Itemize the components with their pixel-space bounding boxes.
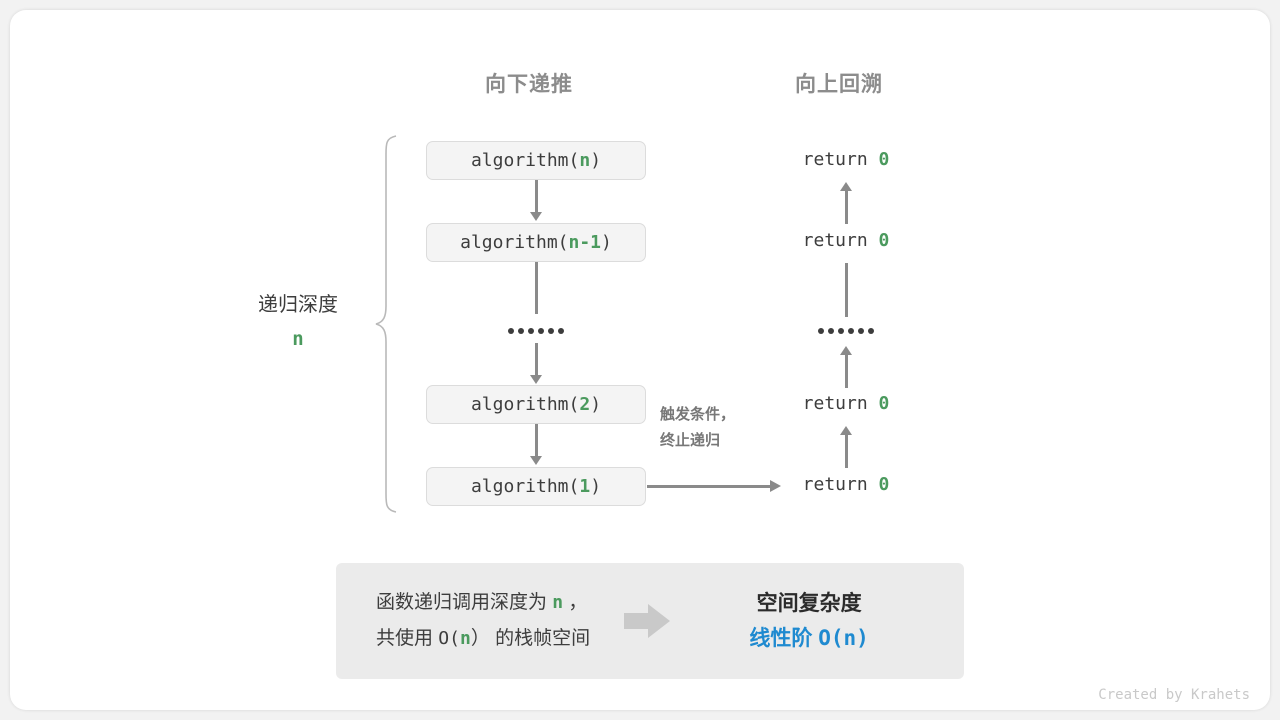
- summary-line2-close: ）: [470, 628, 490, 649]
- down-arrow-1: [523, 180, 549, 223]
- return-label-1: return 0: [803, 149, 890, 170]
- summary-description: 函数递归调用深度为 n ， 共使用 O(n） 的栈帧空间: [376, 585, 590, 657]
- left-ellipsis-dots: [508, 328, 564, 334]
- call-box-fn: algorithm(: [460, 232, 569, 253]
- up-arrow-2: [833, 263, 859, 321]
- down-arrow-2: [523, 262, 549, 320]
- terminate-note-line1: 触发条件，: [660, 406, 736, 423]
- call-box-n[interactable]: algorithm(n): [426, 141, 646, 180]
- summary-line1-variable: n: [552, 592, 564, 613]
- summary-line2-bigo: O(: [438, 628, 460, 649]
- call-box-arg: 1: [579, 476, 591, 497]
- summary-conclusion: 空间复杂度 线性阶 O(n): [714, 587, 904, 656]
- call-box-close: ): [590, 150, 602, 171]
- column-header-upward: 向上回溯: [795, 73, 883, 96]
- summary-line-1: 函数递归调用深度为 n ，: [376, 585, 590, 621]
- summary-line1-prefix: 函数递归调用深度为: [376, 592, 553, 613]
- call-box-n-minus-1[interactable]: algorithm(n-1): [426, 223, 646, 262]
- summary-panel: 函数递归调用深度为 n ， 共使用 O(n） 的栈帧空间 空间复杂度 线性阶 O…: [336, 563, 964, 679]
- recursion-depth-variable: n: [292, 328, 304, 350]
- call-box-fn: algorithm(: [470, 476, 580, 497]
- down-arrow-3: [523, 343, 549, 386]
- return-keyword: return: [802, 230, 879, 251]
- recursion-depth-label: 递归深度 n: [258, 290, 338, 354]
- summary-line2-suffix: 的栈帧空间: [489, 628, 591, 649]
- return-keyword: return: [802, 393, 879, 414]
- up-arrow-3: [833, 346, 859, 389]
- diagram-card: 向下递推 向上回溯 递归深度 n algorithm(n) algorithm(…: [10, 10, 1270, 710]
- credit-text: Created by Krahets: [1098, 687, 1250, 703]
- return-value: 0: [878, 230, 890, 251]
- return-keyword: return: [802, 149, 879, 170]
- down-arrow-4: [523, 424, 549, 467]
- base-case-arrow: [647, 474, 781, 498]
- recursion-depth-title: 递归深度: [258, 294, 338, 316]
- call-box-arg: n-1: [568, 232, 602, 253]
- recursion-depth-brace: [375, 135, 397, 513]
- summary-line1-suffix: ，: [563, 592, 588, 613]
- call-box-2[interactable]: algorithm(2): [426, 385, 646, 424]
- complexity-class-label: 线性阶: [749, 626, 819, 650]
- return-value: 0: [878, 474, 890, 495]
- complexity-notation: O(n): [818, 625, 869, 650]
- space-complexity-value: 线性阶 O(n): [714, 621, 904, 656]
- return-label-4: return 0: [803, 474, 890, 495]
- call-box-close: ): [590, 394, 602, 415]
- right-ellipsis-dots: [818, 328, 874, 334]
- call-box-arg: 2: [579, 394, 591, 415]
- return-keyword: return: [802, 474, 879, 495]
- up-arrow-4: [833, 426, 859, 469]
- summary-line-2: 共使用 O(n） 的栈帧空间: [376, 621, 590, 657]
- return-value: 0: [878, 393, 890, 414]
- terminate-condition-note: 触发条件， 终止递归: [660, 402, 735, 454]
- call-box-arg: n: [579, 150, 591, 171]
- return-label-3: return 0: [803, 393, 890, 414]
- call-box-close: ): [590, 476, 602, 497]
- space-complexity-title: 空间复杂度: [756, 591, 862, 615]
- return-label-2: return 0: [803, 230, 890, 251]
- return-value: 0: [878, 149, 890, 170]
- call-box-close: ): [601, 232, 612, 253]
- up-arrow-1: [833, 182, 859, 225]
- summary-line2-prefix: 共使用: [376, 628, 439, 649]
- thick-right-arrow-icon: [624, 604, 671, 638]
- call-box-1[interactable]: algorithm(1): [426, 467, 646, 506]
- call-box-fn: algorithm(: [470, 394, 580, 415]
- summary-line2-variable: n: [459, 628, 471, 649]
- diagram-stage: 向下递推 向上回溯 递归深度 n algorithm(n) algorithm(…: [10, 10, 1270, 710]
- terminate-note-line2: 终止递归: [660, 432, 721, 449]
- call-box-fn: algorithm(: [470, 150, 580, 171]
- column-header-downward: 向下递推: [485, 73, 573, 96]
